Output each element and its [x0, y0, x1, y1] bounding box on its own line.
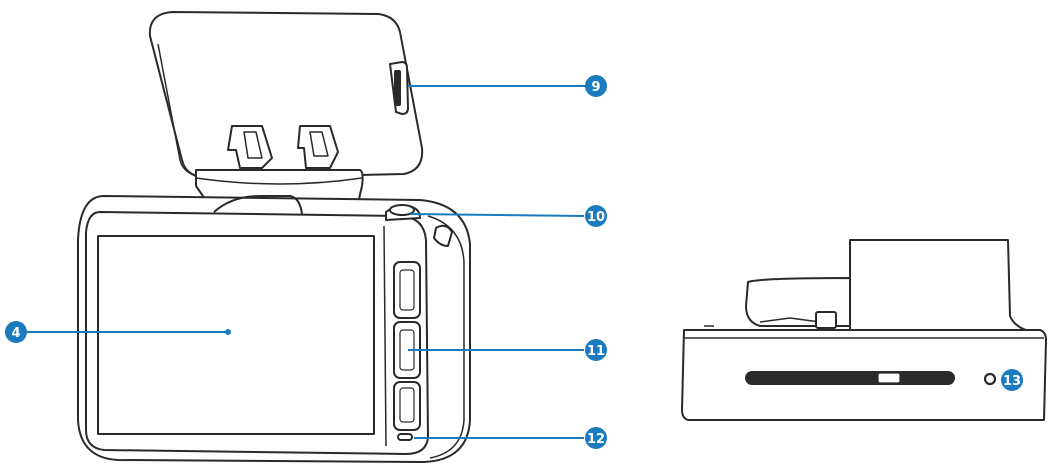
dashcam-bottom-view: [681, 239, 1047, 421]
callout-label: 10: [587, 210, 605, 225]
callout-label: 4: [11, 326, 20, 341]
callout-label: 12: [587, 432, 605, 447]
bottom-reset-hole: [983, 372, 997, 386]
side-vent: [433, 224, 453, 247]
mount-plate: [148, 11, 424, 179]
callout-12: 12: [414, 427, 607, 449]
callout-13: 13: [1001, 369, 1023, 391]
screen: [97, 235, 375, 435]
dashcam-front-view: [77, 11, 471, 463]
side-buttons: [393, 261, 421, 431]
mount-clip-right: [297, 125, 339, 169]
top-button: [385, 204, 421, 221]
callout-label: 13: [1003, 374, 1021, 389]
callout-9: 9: [408, 75, 607, 97]
bottom-view-mount: [849, 239, 1037, 333]
indicator-light: [397, 433, 413, 441]
speaker-grille: [745, 371, 955, 385]
callout-label: 9: [591, 80, 600, 95]
callout-11: 11: [408, 339, 607, 361]
callout-label: 11: [587, 344, 605, 359]
body-top-ridge: [213, 195, 303, 215]
windshield-mount: [148, 11, 424, 179]
callout-10: 10: [409, 205, 607, 227]
callout-4: 4: [5, 321, 231, 343]
callouts: 9 10 4 11 12 13: [5, 75, 1023, 449]
